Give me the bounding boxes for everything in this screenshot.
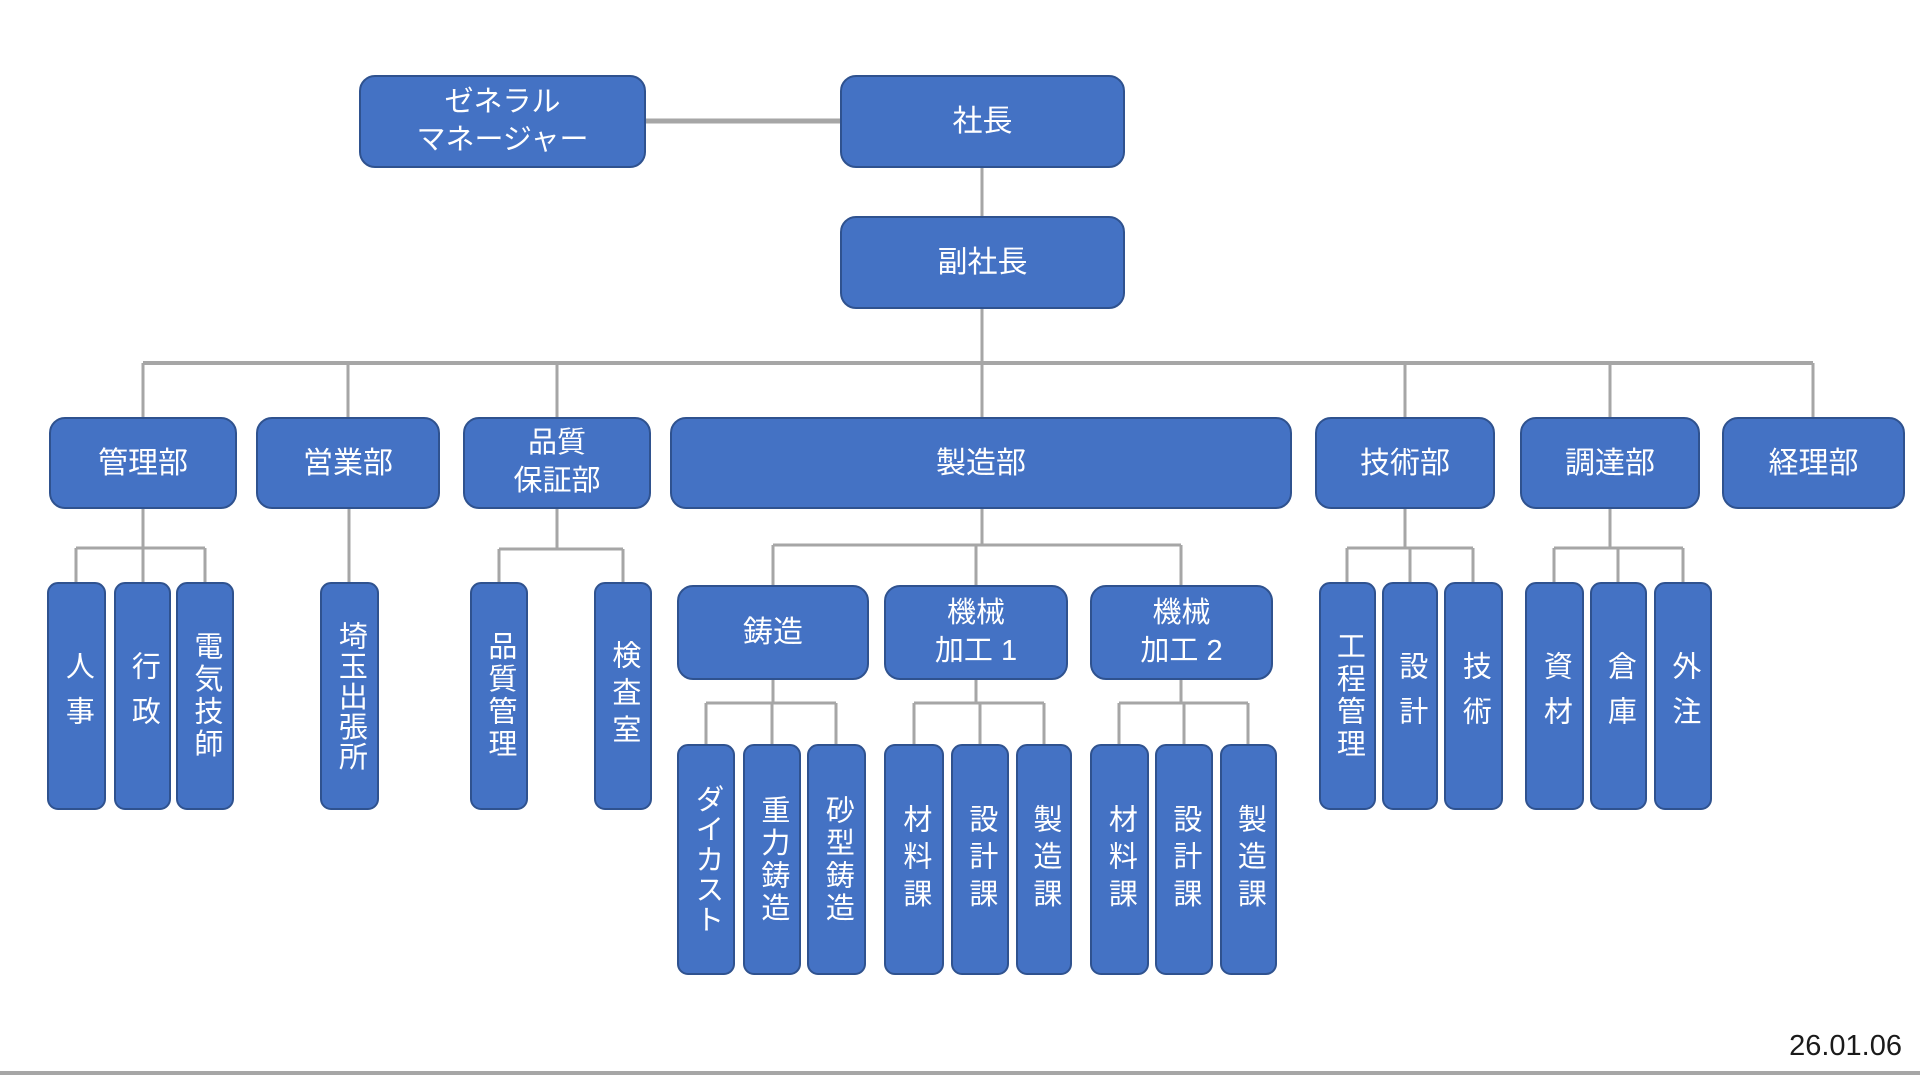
node-m2-manufacturing[interactable]: 製造課 xyxy=(1220,744,1277,975)
node-technology[interactable]: 技術 xyxy=(1444,582,1503,810)
node-dept-admin[interactable]: 管理部 xyxy=(49,417,237,509)
bottom-divider xyxy=(0,1071,1920,1075)
node-casting[interactable]: 鋳造 xyxy=(677,585,869,680)
node-materials[interactable]: 資材 xyxy=(1525,582,1584,810)
node-saitama-branch[interactable]: 埼玉出張所 xyxy=(320,582,379,810)
node-m2-design[interactable]: 設計課 xyxy=(1155,744,1213,975)
node-m1-manufacturing[interactable]: 製造課 xyxy=(1016,744,1072,975)
node-electrical-engineer[interactable]: 電気技師 xyxy=(176,582,234,810)
node-general-manager[interactable]: ゼネラル マネージャー xyxy=(359,75,646,168)
node-administration[interactable]: 行政 xyxy=(114,582,171,810)
node-vice-president[interactable]: 副社長 xyxy=(840,216,1125,309)
node-inspection-room[interactable]: 検査室 xyxy=(594,582,652,810)
date-label: 26.01.06 xyxy=(1789,1030,1902,1062)
node-m1-materials[interactable]: 材料課 xyxy=(884,744,944,975)
node-dept-mfg[interactable]: 製造部 xyxy=(670,417,1292,509)
node-gravity-casting[interactable]: 重力鋳造 xyxy=(743,744,801,975)
node-process-management[interactable]: 工程管理 xyxy=(1319,582,1376,810)
node-design[interactable]: 設計 xyxy=(1382,582,1438,810)
node-m2-materials[interactable]: 材料課 xyxy=(1090,744,1149,975)
node-die-casting[interactable]: ダイカスト xyxy=(677,744,735,975)
node-sand-casting[interactable]: 砂型鋳造 xyxy=(807,744,866,975)
node-hr[interactable]: 人事 xyxy=(47,582,106,810)
node-m1-design[interactable]: 設計課 xyxy=(951,744,1009,975)
node-dept-accounting[interactable]: 経理部 xyxy=(1722,417,1905,509)
node-quality-control[interactable]: 品質管理 xyxy=(470,582,528,810)
node-dept-procurement[interactable]: 調達部 xyxy=(1520,417,1700,509)
node-dept-qa[interactable]: 品質 保証部 xyxy=(463,417,651,509)
node-warehouse[interactable]: 倉庫 xyxy=(1590,582,1647,810)
node-president[interactable]: 社長 xyxy=(840,75,1125,168)
node-outsourcing[interactable]: 外注 xyxy=(1654,582,1712,810)
node-dept-eng[interactable]: 技術部 xyxy=(1315,417,1495,509)
node-machining-1[interactable]: 機械 加工 1 xyxy=(884,585,1068,680)
node-machining-2[interactable]: 機械 加工 2 xyxy=(1090,585,1273,680)
node-dept-sales[interactable]: 営業部 xyxy=(256,417,440,509)
